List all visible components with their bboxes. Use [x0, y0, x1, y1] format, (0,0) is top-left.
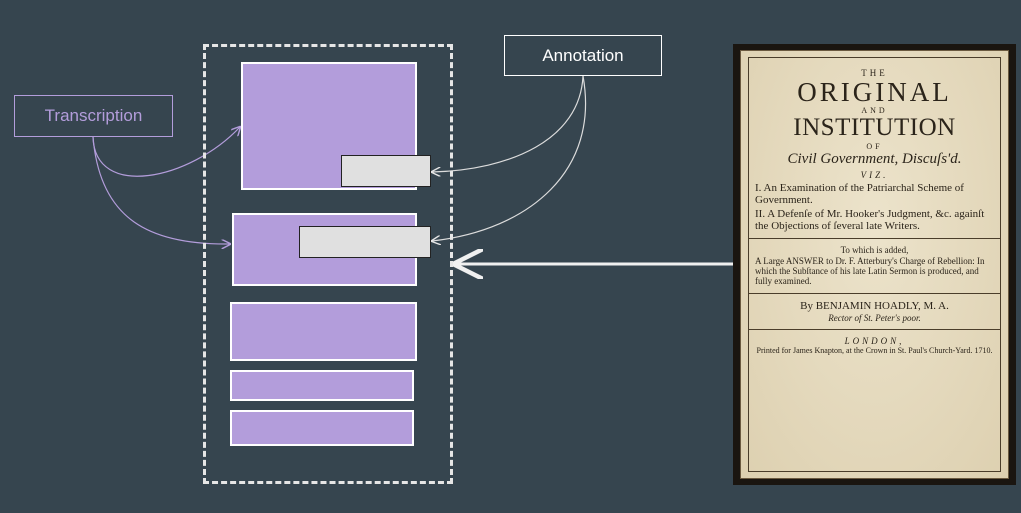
doc-place: LONDON,	[844, 335, 905, 346]
doc-author-role: Rector of St. Peter's poor.	[828, 312, 921, 323]
doc-author: By BENJAMIN HOADLY, M. A.	[800, 299, 949, 312]
annotation-arrow-1	[432, 75, 584, 172]
document-image: THE ORIGINAL AND INSTITUTION OF Civil Go…	[733, 44, 1016, 485]
doc-rule-3	[749, 328, 1000, 330]
doc-of: OF	[866, 141, 883, 151]
doc-imprint: Printed for James Knapton, at the Crown …	[756, 345, 993, 355]
doc-rule-1	[749, 238, 1000, 240]
doc-the: THE	[861, 68, 888, 78]
doc-item-1: I. An Examination of the Patriarchal Sch…	[755, 181, 964, 206]
doc-and: AND	[861, 106, 888, 116]
page-frame	[203, 44, 453, 484]
doc-subtitle: Civil Government, Discuſs'd.	[787, 150, 962, 167]
text-region-4	[230, 370, 414, 401]
text-region-3	[230, 302, 417, 361]
doc-item-2: II. A Defenſe of Mr. Hooker's Judgment, …	[755, 208, 985, 233]
annotation-label: Annotation	[504, 35, 662, 76]
annotation-note-2	[299, 226, 431, 258]
annotation-arrow-2	[432, 75, 587, 241]
transcription-label: Transcription	[14, 95, 173, 137]
doc-title-institution: INSTITUTION	[793, 114, 956, 142]
doc-title-original: ORIGINAL	[797, 77, 952, 107]
annotation-note-1	[341, 155, 431, 187]
doc-rule-2	[749, 292, 1000, 294]
doc-added-2: A Large ANSWER to Dr. F. Atterbury's Cha…	[755, 255, 985, 287]
title-page: THE ORIGINAL AND INSTITUTION OF Civil Go…	[740, 50, 1009, 479]
text-region-5	[230, 410, 414, 446]
doc-added-1: To which is added,	[840, 245, 909, 256]
doc-viz: VIZ.	[860, 169, 889, 180]
